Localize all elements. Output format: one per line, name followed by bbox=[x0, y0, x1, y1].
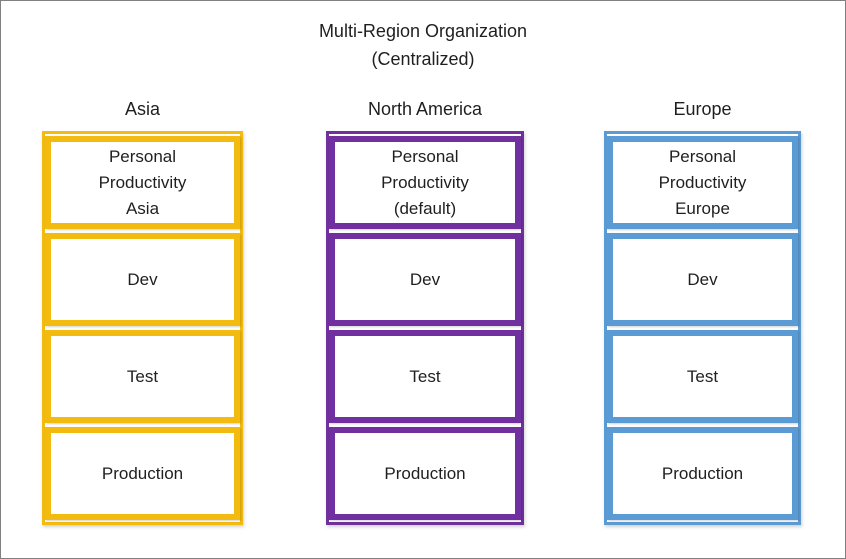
environment-box-europe-test: Test bbox=[607, 330, 798, 423]
environment-box-na-dev: Dev bbox=[329, 233, 521, 326]
environment-box-asia-personal-productivity: Personal Productivity Asia bbox=[45, 136, 240, 229]
environment-box-europe-dev: Dev bbox=[607, 233, 798, 326]
environment-box-na-test: Test bbox=[329, 330, 521, 423]
environment-box-asia-test: Test bbox=[45, 330, 240, 423]
environment-box-label: Dev bbox=[687, 269, 718, 289]
region-header-europe: Europe bbox=[673, 99, 732, 119]
environment-box-europe-personal-productivity: Personal Productivity Europe bbox=[607, 136, 798, 229]
environment-box-label: Test bbox=[126, 366, 159, 386]
environment-box-label: Personal Productivity Asia bbox=[98, 146, 187, 218]
environment-box-label: Test bbox=[409, 366, 441, 386]
region-frame-asia: Personal Productivity Asia Dev Test Prod… bbox=[42, 131, 243, 525]
environment-box-label: Production bbox=[661, 463, 744, 483]
diagram-title: Multi-Region Organization (Centralized) bbox=[1, 17, 845, 73]
region-header-asia: Asia bbox=[124, 99, 160, 119]
diagram-title-line2: (Centralized) bbox=[371, 49, 475, 69]
environment-box-label: Personal Productivity (default) bbox=[381, 146, 469, 218]
environment-box-label: Dev bbox=[409, 269, 441, 289]
region-column-north-america: North America Personal Productivity (def… bbox=[326, 97, 524, 525]
region-column-europe: Europe Personal Productivity Europe Dev … bbox=[604, 97, 801, 525]
environment-box-na-production: Production bbox=[329, 427, 521, 520]
region-header-north-america: North America bbox=[367, 99, 483, 119]
environment-box-label: Production bbox=[384, 463, 466, 483]
environment-box-label: Dev bbox=[127, 269, 158, 289]
environment-box-label: Production bbox=[101, 463, 184, 483]
region-frame-europe: Personal Productivity Europe Dev Test Pr… bbox=[604, 131, 801, 525]
environment-box-label: Test bbox=[686, 366, 719, 386]
diagram-title-line1: Multi-Region Organization bbox=[318, 21, 528, 41]
environment-box-europe-production: Production bbox=[607, 427, 798, 520]
environment-box-asia-dev: Dev bbox=[45, 233, 240, 326]
environment-box-na-personal-productivity-default: Personal Productivity (default) bbox=[329, 136, 521, 229]
region-frame-north-america: Personal Productivity (default) Dev Test… bbox=[326, 131, 524, 525]
environment-box-asia-production: Production bbox=[45, 427, 240, 520]
environment-box-label: Personal Productivity Europe bbox=[658, 146, 747, 218]
region-column-asia: Asia Personal Productivity Asia Dev Test… bbox=[42, 97, 243, 525]
